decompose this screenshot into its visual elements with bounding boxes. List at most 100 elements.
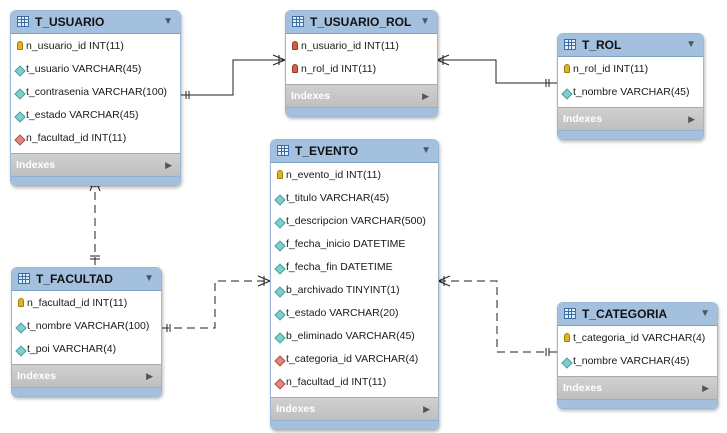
table-bottom-bar: [271, 420, 438, 429]
table-icon: [564, 39, 576, 50]
column-row[interactable]: b_archivado TINYINT(1): [271, 279, 438, 302]
column-row[interactable]: t_contrasenia VARCHAR(100): [11, 81, 180, 104]
expand-arrow-icon[interactable]: ▶: [146, 371, 153, 381]
table-header[interactable]: T_FACULTAD ▼: [12, 268, 161, 291]
collapse-caret-icon[interactable]: ▼: [420, 16, 430, 27]
relationship-rol-usuario-rol: [436, 54, 557, 87]
attribute-icon: [274, 332, 286, 344]
attribute-icon: [274, 194, 286, 206]
indexes-label: Indexes: [276, 403, 316, 415]
primary-key-icon: [564, 333, 570, 342]
attribute-icon: [15, 322, 27, 334]
column-row[interactable]: t_nombre VARCHAR(100): [12, 315, 161, 338]
column-row[interactable]: t_nombre VARCHAR(45): [558, 81, 703, 104]
column-row[interactable]: b_eliminado VARCHAR(45): [271, 325, 438, 348]
table-t-usuario-rol[interactable]: T_USUARIO_ROL ▼ n_usuario_id INT(11) n_r…: [285, 10, 438, 117]
expand-arrow-icon[interactable]: ▶: [422, 91, 429, 101]
collapse-caret-icon[interactable]: ▼: [700, 308, 710, 319]
column-row[interactable]: t_categoria_id VARCHAR(4): [271, 348, 438, 371]
attribute-icon: [274, 309, 286, 321]
attribute-icon: [561, 357, 573, 369]
table-title: T_CATEGORIA: [582, 307, 668, 321]
collapse-caret-icon[interactable]: ▼: [421, 145, 431, 156]
column-list: n_rol_id INT(11) t_nombre VARCHAR(45): [558, 57, 703, 107]
column-row[interactable]: t_categoria_id VARCHAR(4): [558, 327, 717, 350]
relationship-facultad-evento: [161, 275, 271, 332]
column-row[interactable]: n_evento_id INT(11): [271, 164, 438, 187]
expand-arrow-icon[interactable]: ▶: [688, 114, 695, 124]
table-header[interactable]: T_CATEGORIA ▼: [558, 303, 717, 326]
expand-arrow-icon[interactable]: ▶: [702, 383, 709, 393]
column-list: n_usuario_id INT(11) t_usuario VARCHAR(4…: [11, 34, 180, 153]
relationship-facultad-usuario: [89, 178, 101, 267]
indexes-section[interactable]: Indexes ▶: [11, 153, 180, 176]
table-header[interactable]: T_USUARIO_ROL ▼: [286, 11, 437, 34]
attribute-icon: [14, 88, 26, 100]
column-row[interactable]: t_estado VARCHAR(20): [271, 302, 438, 325]
indexes-section[interactable]: Indexes ▶: [558, 376, 717, 399]
column-row[interactable]: t_descripcion VARCHAR(500): [271, 210, 438, 233]
collapse-caret-icon[interactable]: ▼: [163, 16, 173, 27]
column-list: n_facultad_id INT(11) t_nombre VARCHAR(1…: [12, 291, 161, 364]
indexes-section[interactable]: Indexes ▶: [286, 84, 437, 107]
attribute-icon: [561, 88, 573, 100]
table-title: T_FACULTAD: [36, 272, 113, 286]
indexes-section[interactable]: Indexes ▶: [558, 107, 703, 130]
primary-key-icon: [17, 41, 23, 50]
table-bottom-bar: [558, 130, 703, 139]
column-row[interactable]: t_estado VARCHAR(45): [11, 104, 180, 127]
column-list: t_categoria_id VARCHAR(4) t_nombre VARCH…: [558, 326, 717, 376]
column-row[interactable]: n_rol_id INT(11): [558, 58, 703, 81]
column-list: n_usuario_id INT(11) n_rol_id INT(11): [286, 34, 437, 84]
column-row[interactable]: n_facultad_id INT(11): [271, 371, 438, 394]
table-header[interactable]: T_ROL ▼: [558, 34, 703, 57]
table-bottom-bar: [12, 387, 161, 396]
expand-arrow-icon[interactable]: ▶: [165, 160, 172, 170]
table-icon: [292, 16, 304, 27]
foreign-key-icon: [274, 378, 286, 390]
table-icon: [564, 308, 576, 319]
table-icon: [18, 273, 30, 284]
table-icon: [17, 16, 29, 27]
table-title: T_EVENTO: [295, 144, 359, 158]
table-t-categoria[interactable]: T_CATEGORIA ▼ t_categoria_id VARCHAR(4) …: [557, 302, 718, 409]
table-t-usuario[interactable]: T_USUARIO ▼ n_usuario_id INT(11) t_usuar…: [10, 10, 181, 186]
expand-arrow-icon[interactable]: ▶: [423, 404, 430, 414]
collapse-caret-icon[interactable]: ▼: [686, 39, 696, 50]
indexes-section[interactable]: Indexes ▶: [12, 364, 161, 387]
primary-foreign-key-icon: [292, 41, 298, 50]
table-bottom-bar: [558, 399, 717, 408]
column-row[interactable]: n_usuario_id INT(11): [11, 35, 180, 58]
foreign-key-icon: [274, 355, 286, 367]
table-title: T_ROL: [582, 38, 622, 52]
table-t-facultad[interactable]: T_FACULTAD ▼ n_facultad_id INT(11) t_nom…: [11, 267, 162, 397]
table-header[interactable]: T_EVENTO ▼: [271, 140, 438, 163]
column-row[interactable]: t_poi VARCHAR(4): [12, 338, 161, 361]
primary-foreign-key-icon: [292, 64, 298, 73]
table-t-rol[interactable]: T_ROL ▼ n_rol_id INT(11) t_nombre VARCHA…: [557, 33, 704, 140]
table-title: T_USUARIO_ROL: [310, 15, 412, 29]
column-row[interactable]: f_fecha_inicio DATETIME: [271, 233, 438, 256]
foreign-key-icon: [14, 134, 26, 146]
attribute-icon: [274, 263, 286, 275]
column-row[interactable]: t_nombre VARCHAR(45): [558, 350, 717, 373]
relationship-usuario-usuario-rol: [180, 54, 286, 99]
column-row[interactable]: t_usuario VARCHAR(45): [11, 58, 180, 81]
indexes-label: Indexes: [563, 113, 603, 125]
indexes-label: Indexes: [16, 159, 56, 171]
relationship-categoria-evento: [437, 275, 557, 356]
column-row[interactable]: n_facultad_id INT(11): [11, 127, 180, 150]
table-bottom-bar: [286, 107, 437, 116]
collapse-caret-icon[interactable]: ▼: [144, 273, 154, 284]
indexes-section[interactable]: Indexes ▶: [271, 397, 438, 420]
column-row[interactable]: n_rol_id INT(11): [286, 58, 437, 81]
column-row[interactable]: t_titulo VARCHAR(45): [271, 187, 438, 210]
column-row[interactable]: n_facultad_id INT(11): [12, 292, 161, 315]
indexes-label: Indexes: [17, 370, 57, 382]
table-t-evento[interactable]: T_EVENTO ▼ n_evento_id INT(11) t_titulo …: [270, 139, 439, 430]
column-row[interactable]: f_fecha_fin DATETIME: [271, 256, 438, 279]
table-header[interactable]: T_USUARIO ▼: [11, 11, 180, 34]
primary-key-icon: [564, 64, 570, 73]
table-bottom-bar: [11, 176, 180, 185]
column-row[interactable]: n_usuario_id INT(11): [286, 35, 437, 58]
